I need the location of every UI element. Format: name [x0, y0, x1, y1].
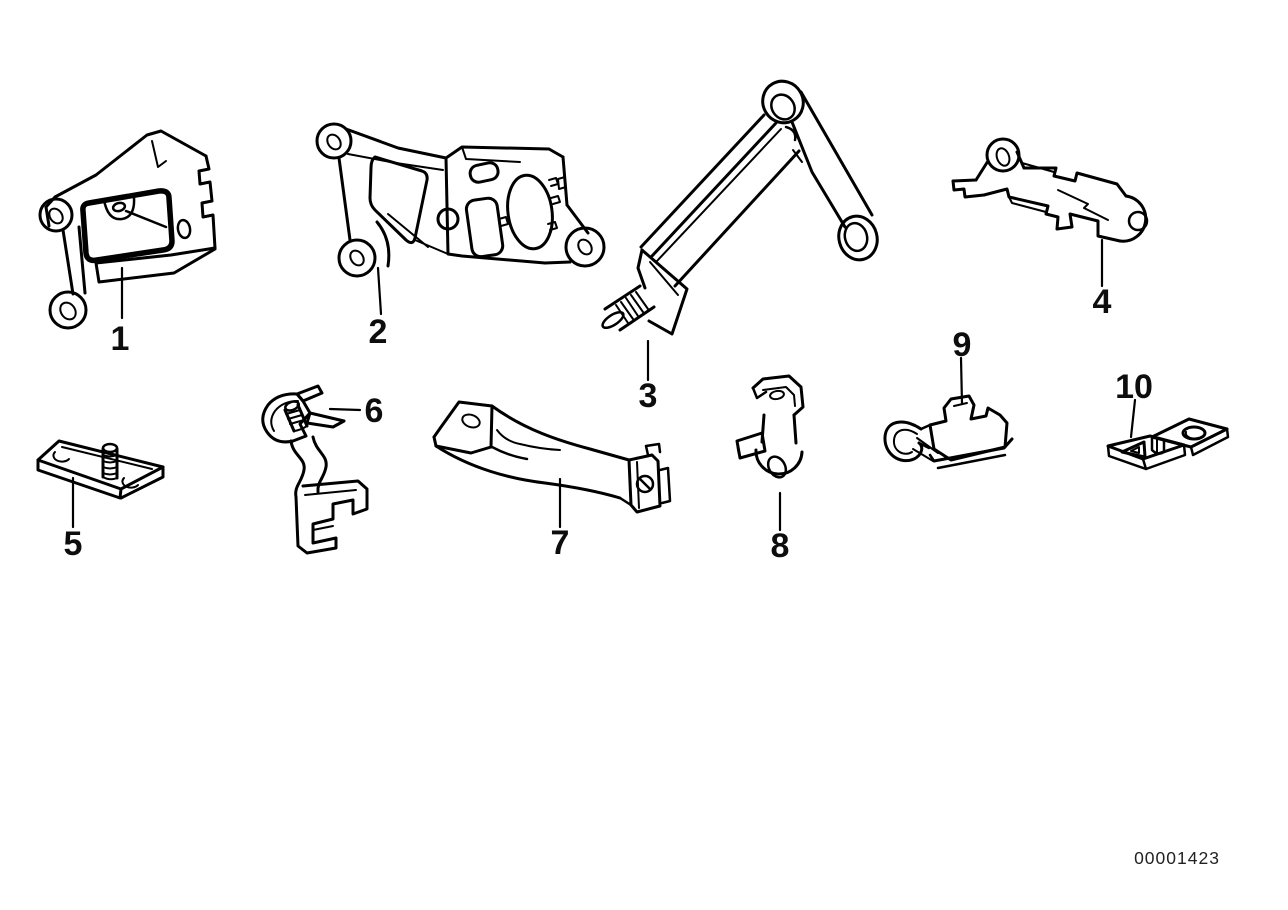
part-8-label[interactable]: 8 [771, 527, 790, 565]
part-10-leader [1129, 398, 1137, 439]
part-6-drawing [261, 384, 369, 555]
document-number: 00001423 [1134, 848, 1220, 868]
part-3-drawing [601, 79, 879, 336]
part-2-leader [376, 266, 383, 316]
part-4-drawing [951, 137, 1149, 243]
part-2-label[interactable]: 2 [369, 313, 388, 351]
part-5-drawing [36, 439, 165, 500]
part-9-label[interactable]: 9 [953, 326, 972, 364]
part-8-drawing [735, 374, 805, 479]
part-7-label[interactable]: 7 [551, 524, 570, 562]
part-10-drawing [1106, 417, 1230, 471]
part-2-drawing [315, 122, 606, 278]
part-1-drawing [38, 129, 217, 330]
part-9-drawing [883, 394, 1014, 470]
part-5-label[interactable]: 5 [64, 525, 83, 563]
part-9-leader [959, 356, 964, 406]
part-3-label[interactable]: 3 [639, 377, 658, 415]
part-6-leader [328, 407, 362, 412]
part-10-label[interactable]: 10 [1115, 368, 1153, 406]
part-6-label[interactable]: 6 [365, 392, 384, 430]
part-7-drawing [432, 400, 672, 514]
part-4-label[interactable]: 4 [1093, 283, 1112, 321]
part-1-label[interactable]: 1 [111, 320, 130, 358]
